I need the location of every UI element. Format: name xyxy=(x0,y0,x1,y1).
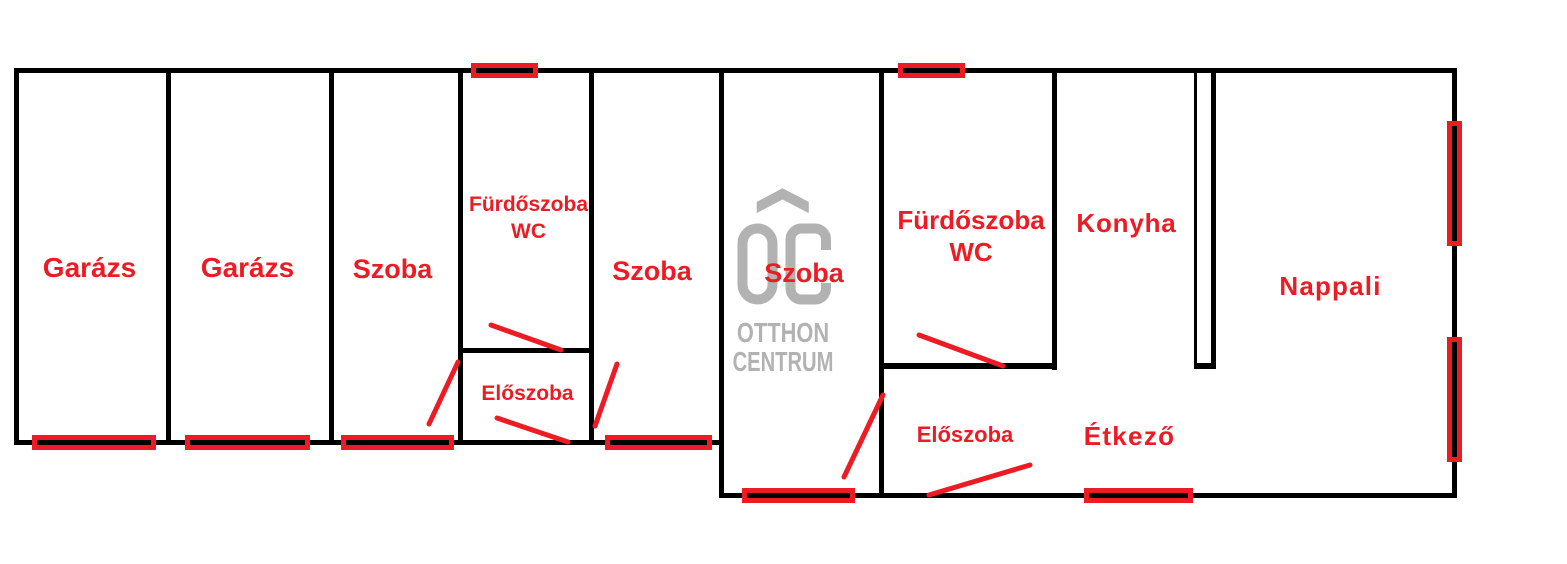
window-marker-garazs1 xyxy=(32,435,156,450)
door-swing-furdoszoba1 xyxy=(488,322,564,353)
window-marker-nappali-bottom xyxy=(1447,337,1462,462)
wall-shaft-bottom xyxy=(1194,363,1216,369)
door-swing-furdoszoba2 xyxy=(916,332,1006,369)
room-label-furdoszoba-wc-2-line1: Fürdőszoba xyxy=(897,204,1045,235)
wall-garazs1-garazs2 xyxy=(166,68,171,445)
wall-furdoszoba2-eloszoba2 xyxy=(879,363,1057,369)
room-label-furdoszoba-wc-1-line1: Fürdőszoba xyxy=(469,192,588,216)
wall-outer-right xyxy=(1452,68,1457,498)
room-label-garazs-1: Garázs xyxy=(42,252,137,284)
wall-garazs2-szoba1 xyxy=(329,68,334,445)
window-marker-szoba3 xyxy=(742,488,855,503)
wall-szoba1-furdoszoba1 xyxy=(458,68,463,445)
room-label-furdoszoba-wc-1-line2: WC xyxy=(511,219,546,243)
room-label-eloszoba-2: Előszoba xyxy=(916,421,1014,447)
room-label-furdoszoba-wc-2-line2: WC xyxy=(949,237,993,268)
window-marker-furdoszoba2 xyxy=(898,63,965,78)
wall-szoba3-right xyxy=(879,68,884,498)
room-label-konyha: Konyha xyxy=(1076,208,1177,238)
room-label-garazs-2: Garázs xyxy=(200,252,295,284)
wall-furdoszoba1-eloszoba1 xyxy=(458,348,594,353)
room-label-szoba-3: Szoba xyxy=(764,257,844,288)
watermark-line1: OTTHON xyxy=(736,316,829,348)
logo-roof-chevron-icon xyxy=(756,188,809,214)
window-marker-szoba1 xyxy=(341,435,454,450)
room-label-etkezo: Étkező xyxy=(1083,420,1176,451)
room-label-eloszoba-1: Előszoba xyxy=(481,382,574,405)
wall-shaft-left xyxy=(1194,68,1197,369)
room-label-szoba-1: Szoba xyxy=(352,253,433,284)
wall-bottom-left-wing xyxy=(14,440,724,445)
window-marker-nappali-top xyxy=(1447,121,1462,246)
wall-outer-top xyxy=(14,68,1457,73)
door-swing-eloszoba1 xyxy=(494,415,571,445)
door-swing-szoba3 xyxy=(841,392,886,480)
door-swing-eloszoba2 xyxy=(926,462,1033,498)
window-marker-etkezo xyxy=(1084,488,1193,503)
window-marker-garazs2 xyxy=(185,435,310,450)
door-swing-szoba1 xyxy=(426,359,461,427)
wall-szoba3-left xyxy=(719,68,724,498)
wall-furdoszoba1-szoba2 xyxy=(589,68,594,445)
room-label-szoba-2: Szoba xyxy=(612,256,692,287)
window-marker-szoba2 xyxy=(605,435,712,450)
window-marker-furdoszoba1 xyxy=(471,63,538,78)
room-label-nappali: Nappali xyxy=(1279,270,1382,301)
door-swing-szoba2 xyxy=(592,361,620,429)
wall-furdoszoba2-konyha xyxy=(1052,68,1057,370)
wall-outer-left xyxy=(14,68,19,445)
watermark-line2: CENTRUM xyxy=(732,345,834,377)
wall-shaft-right xyxy=(1211,68,1216,369)
